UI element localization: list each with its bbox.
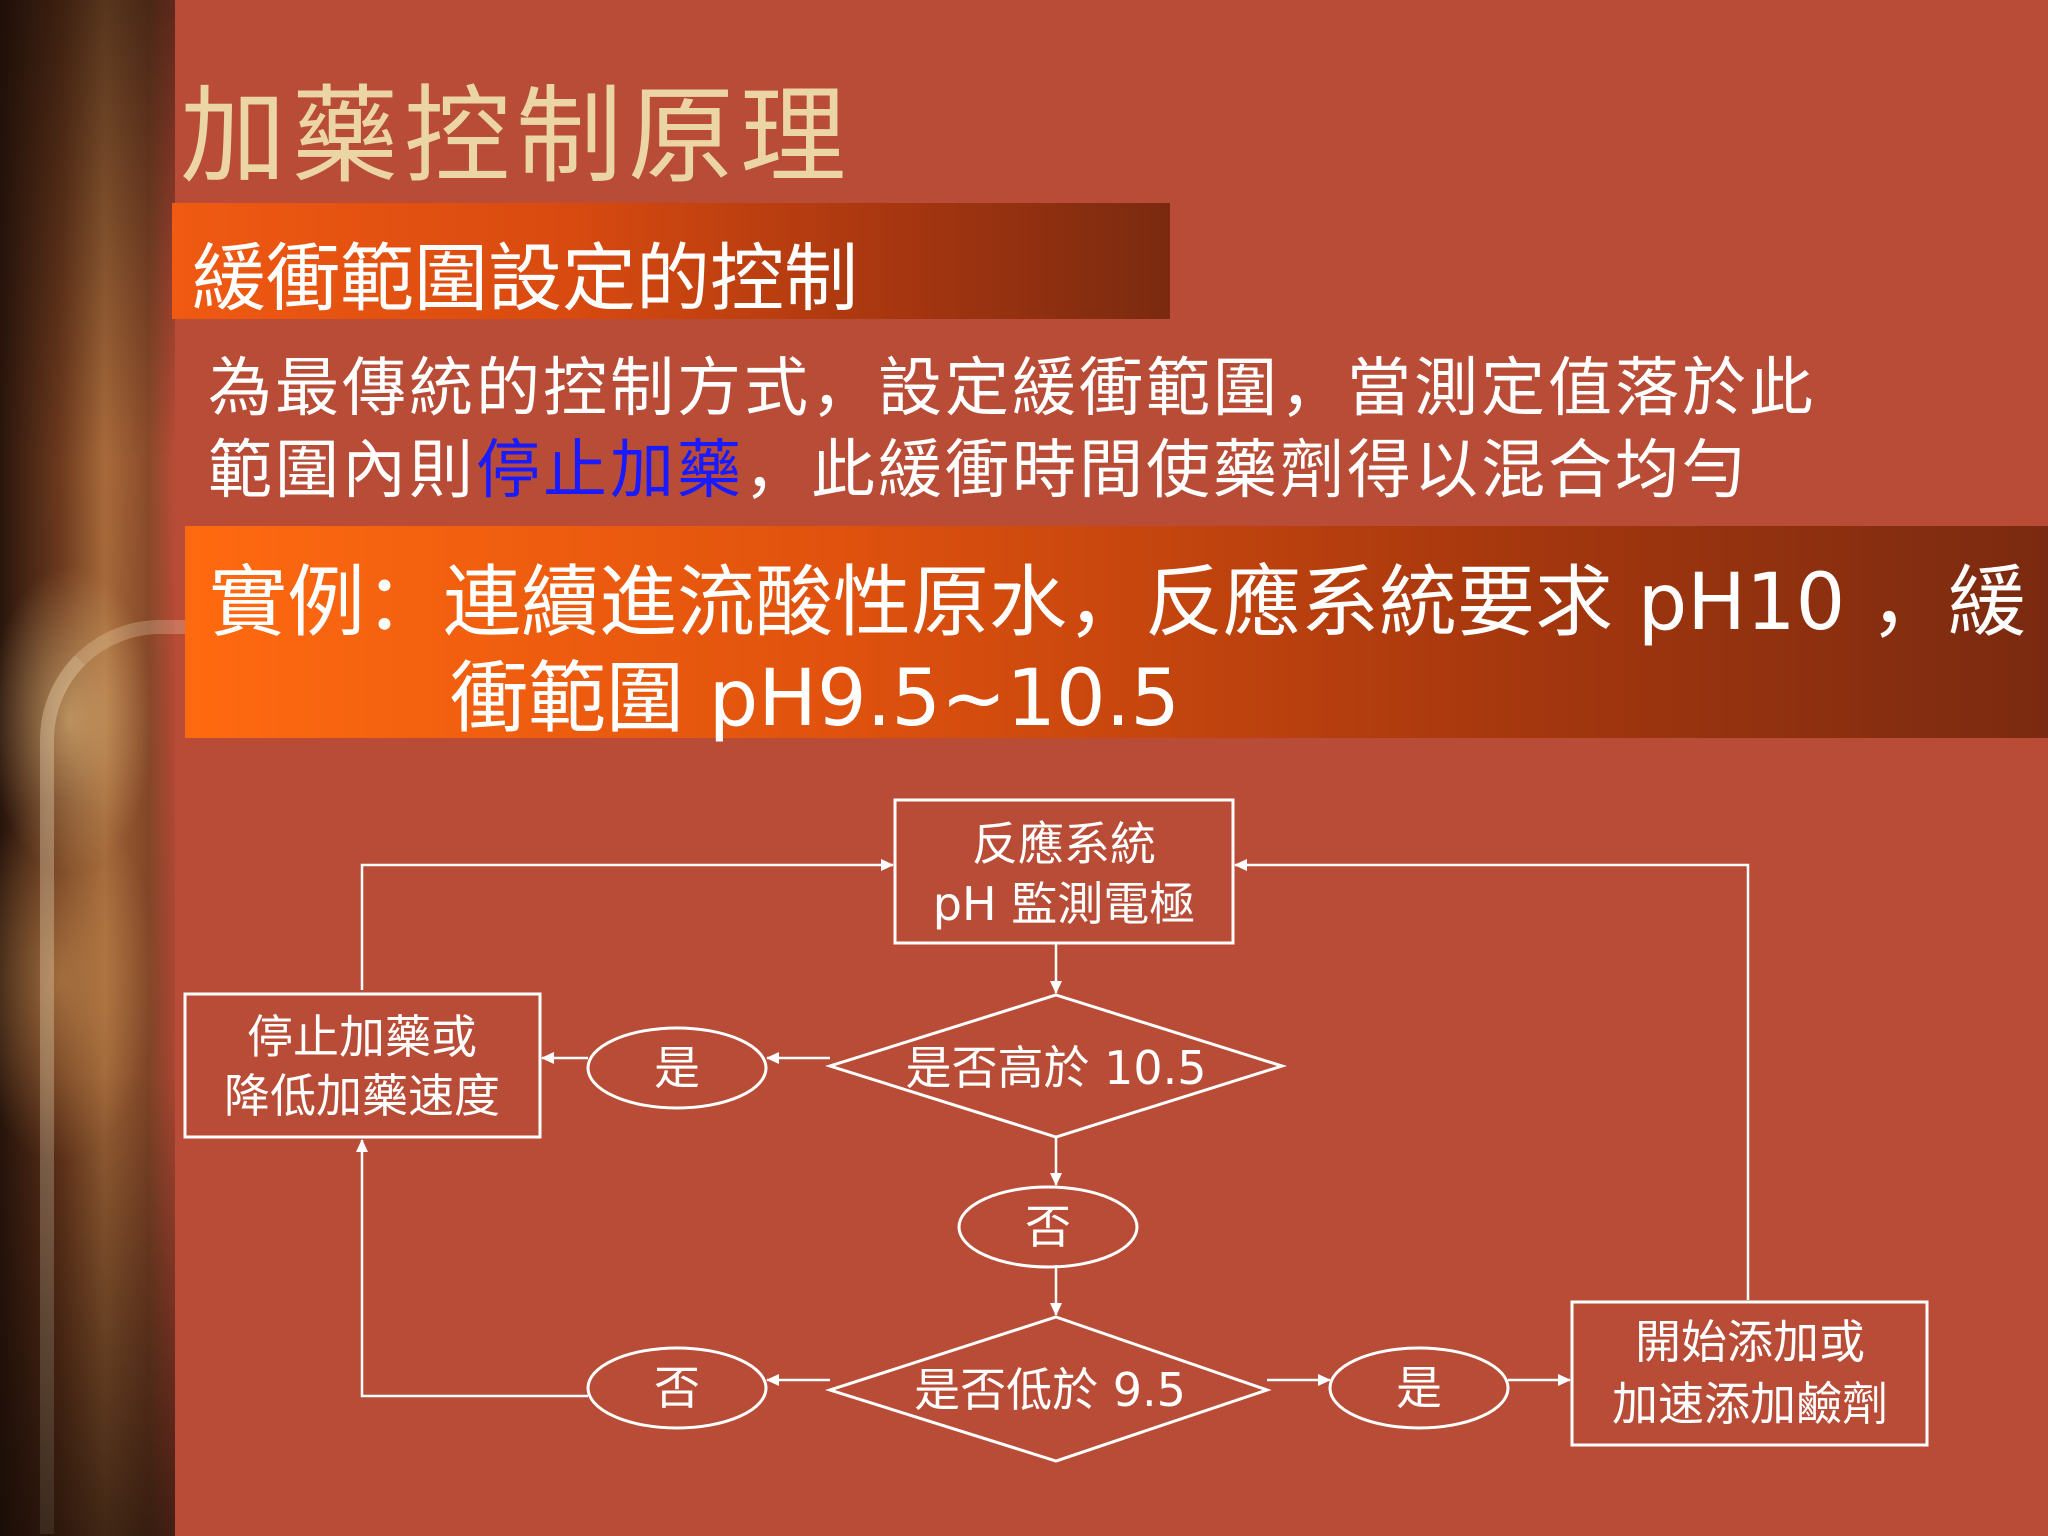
reactor-label-2: pH 監測電極 xyxy=(933,877,1195,931)
stop-label-2: 降低加藥速度 xyxy=(224,1069,500,1123)
arrow-stop-to-reactor xyxy=(360,859,894,990)
reactor-box xyxy=(893,798,1235,945)
example-line-2: 衝範圍 pH9.5~10.5 xyxy=(450,654,1181,744)
decision-low-label: 是否低於 9.5 xyxy=(914,1363,1186,1417)
body-paragraph: 為最傳統的控制方式，設定緩衝範圍，當測定值落於此 範圍內則停止加藥，此緩衝時間使… xyxy=(208,348,1908,512)
example-line-1: 實例：連續進流酸性原水，反應系統要求 pH10 ，緩 xyxy=(209,558,2027,648)
background-photo xyxy=(0,0,214,1536)
yes-low-ellipse xyxy=(1328,1346,1510,1430)
body-line-2-end: ，此緩衝時間使藥劑得以混合均勻 xyxy=(744,434,1749,508)
reactor-label-1: 反應系統 xyxy=(972,817,1156,871)
no-high-label: 否 xyxy=(1025,1200,1071,1254)
yes-high-ellipse xyxy=(586,1026,768,1110)
yes-low-label: 是 xyxy=(1396,1361,1442,1415)
yes-high-label: 是 xyxy=(654,1041,700,1095)
no-low-label: 否 xyxy=(654,1361,700,1415)
decision-high-diamond xyxy=(824,993,1288,1139)
start-label-1: 開始添加或 xyxy=(1635,1315,1865,1369)
decision-low-diamond xyxy=(825,1315,1272,1463)
body-highlight: 停止加藥 xyxy=(476,434,744,508)
decision-high-label: 是否高於 10.5 xyxy=(905,1041,1206,1095)
start-label-2: 加速添加鹼劑 xyxy=(1612,1377,1888,1431)
no-low-ellipse xyxy=(586,1346,768,1430)
no-high-ellipse xyxy=(957,1185,1139,1269)
slide-title: 加藥控制原理 xyxy=(180,75,852,198)
stop-box xyxy=(183,992,542,1139)
example-band: 實例：連續進流酸性原水，反應系統要求 pH10 ，緩 衝範圍 pH9.5~10.… xyxy=(185,526,2048,744)
body-line-2-start: 範圍內則 xyxy=(208,434,476,508)
subtitle-band: 緩衝範圍設定的控制 xyxy=(172,203,1170,322)
arrow-no-to-stop xyxy=(356,1139,588,1398)
stop-label-1: 停止加藥或 xyxy=(247,1010,477,1064)
body-line-2: 範圍內則停止加藥，此緩衝時間使藥劑得以混合均勻 xyxy=(208,430,1908,512)
subtitle-text: 緩衝範圍設定的控制 xyxy=(192,236,858,322)
body-line-1: 為最傳統的控制方式，設定緩衝範圍，當測定值落於此 xyxy=(208,352,1816,426)
start-box xyxy=(1570,1300,1929,1447)
arrow-start-to-reactor xyxy=(1234,859,1750,1300)
